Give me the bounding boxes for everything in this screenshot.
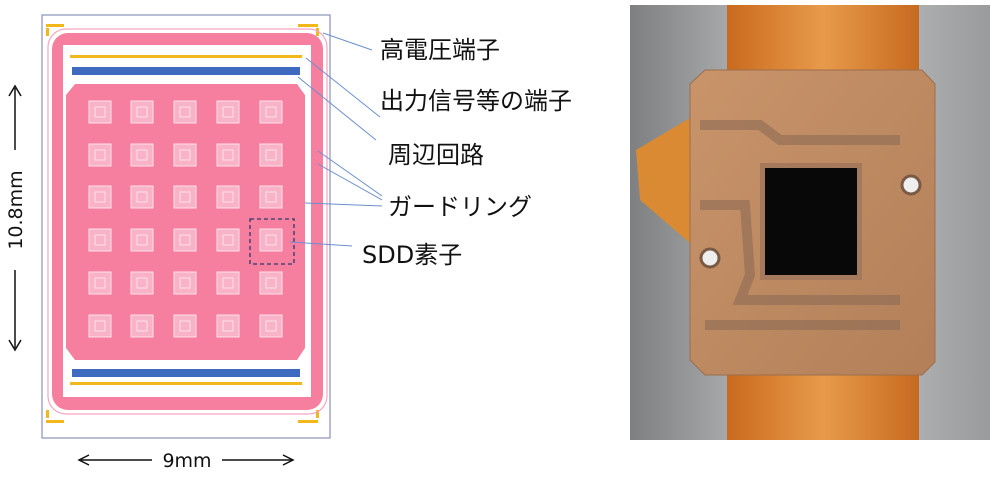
label-sdd-element: SDD素子 xyxy=(362,241,462,269)
sdd-cell xyxy=(88,271,112,295)
sdd-array xyxy=(66,84,305,360)
sdd-cell xyxy=(173,100,197,124)
sdd-cell-anode xyxy=(222,191,234,203)
sdd-cell xyxy=(173,143,197,167)
sdd-cell-anode xyxy=(94,149,106,161)
mount-hole-right xyxy=(900,174,922,196)
sdd-cell-anode xyxy=(136,106,148,118)
label-output-signal-terminal: 出力信号等の端子 xyxy=(380,87,572,115)
sdd-cell xyxy=(216,271,240,295)
height-dimension-label: 10.8mm xyxy=(5,170,27,249)
label-peripheral-circuit: 周辺回路 xyxy=(388,141,484,169)
sdd-cell-anode xyxy=(179,234,191,246)
sdd-cell xyxy=(88,100,112,124)
sdd-cell-anode xyxy=(265,106,277,118)
sdd-cell xyxy=(216,100,240,124)
chip-layout xyxy=(41,14,331,439)
width-dimension-arrow xyxy=(77,454,295,466)
sdd-cell xyxy=(88,143,112,167)
sdd-cell xyxy=(216,185,240,209)
output-bar-bottom xyxy=(72,369,300,377)
sdd-cell-anode xyxy=(136,234,148,246)
sdd-cell xyxy=(173,271,197,295)
mount-hole-left xyxy=(699,247,721,269)
sdd-cell xyxy=(259,100,283,124)
label-high-voltage-terminal: 高電圧端子 xyxy=(380,36,500,64)
sdd-cell-anode xyxy=(94,191,106,203)
sdd-cell-anode xyxy=(136,191,148,203)
sdd-cell xyxy=(88,228,112,252)
callout-labels: 高電圧端子 出力信号等の端子 周辺回路 ガードリング SDD素子 xyxy=(362,36,572,269)
sdd-cells xyxy=(88,100,283,338)
sdd-cell-anode xyxy=(179,106,191,118)
sdd-cell-anode xyxy=(265,234,277,246)
high-voltage-pad-bottom xyxy=(70,382,302,385)
sdd-cell xyxy=(173,228,197,252)
sdd-cell-anode xyxy=(265,320,277,332)
sdd-cell xyxy=(130,143,154,167)
sdd-cell xyxy=(259,314,283,338)
width-dimension-label: 9mm xyxy=(162,450,211,472)
sdd-highlight-box xyxy=(249,218,295,265)
sdd-cell xyxy=(88,314,112,338)
sdd-cell-anode xyxy=(265,149,277,161)
sdd-cell-anode xyxy=(179,277,191,289)
sdd-cell-anode xyxy=(136,320,148,332)
label-guard-ring: ガードリング xyxy=(388,193,532,221)
sdd-cell-anode xyxy=(94,320,106,332)
sdd-cell-anode xyxy=(265,277,277,289)
sdd-cell-anode xyxy=(222,149,234,161)
device-photo xyxy=(630,5,990,440)
sdd-cell-anode xyxy=(222,106,234,118)
sdd-cell xyxy=(173,314,197,338)
sdd-cell-anode xyxy=(179,149,191,161)
sdd-cell xyxy=(130,228,154,252)
output-bar-top xyxy=(72,67,300,75)
sdd-cell-anode xyxy=(179,191,191,203)
sdd-cell-anode xyxy=(94,106,106,118)
sdd-cell xyxy=(173,185,197,209)
height-dimension-arrow xyxy=(8,84,22,352)
sdd-cell xyxy=(216,143,240,167)
sdd-cell xyxy=(259,185,283,209)
sdd-cell-anode xyxy=(136,277,148,289)
sensor-window xyxy=(765,168,857,275)
sdd-cell-anode xyxy=(136,149,148,161)
sdd-cell xyxy=(259,228,283,252)
corner-pads xyxy=(46,24,319,423)
sdd-cell-anode xyxy=(94,277,106,289)
sdd-cell xyxy=(216,314,240,338)
sdd-cell-anode xyxy=(265,191,277,203)
sdd-cell xyxy=(259,143,283,167)
sdd-cell-anode xyxy=(222,234,234,246)
sdd-cell xyxy=(88,185,112,209)
sdd-cell xyxy=(130,100,154,124)
sdd-cell xyxy=(259,271,283,295)
sdd-cell xyxy=(130,314,154,338)
sdd-cell-anode xyxy=(222,277,234,289)
high-voltage-pad-top xyxy=(70,55,302,58)
sdd-cell-anode xyxy=(222,320,234,332)
sdd-cell xyxy=(216,228,240,252)
sdd-cell xyxy=(130,271,154,295)
sdd-cell xyxy=(130,185,154,209)
sdd-cell-anode xyxy=(179,320,191,332)
side-flex xyxy=(636,118,698,250)
sdd-cell-anode xyxy=(94,234,106,246)
leader-lines xyxy=(289,32,383,247)
